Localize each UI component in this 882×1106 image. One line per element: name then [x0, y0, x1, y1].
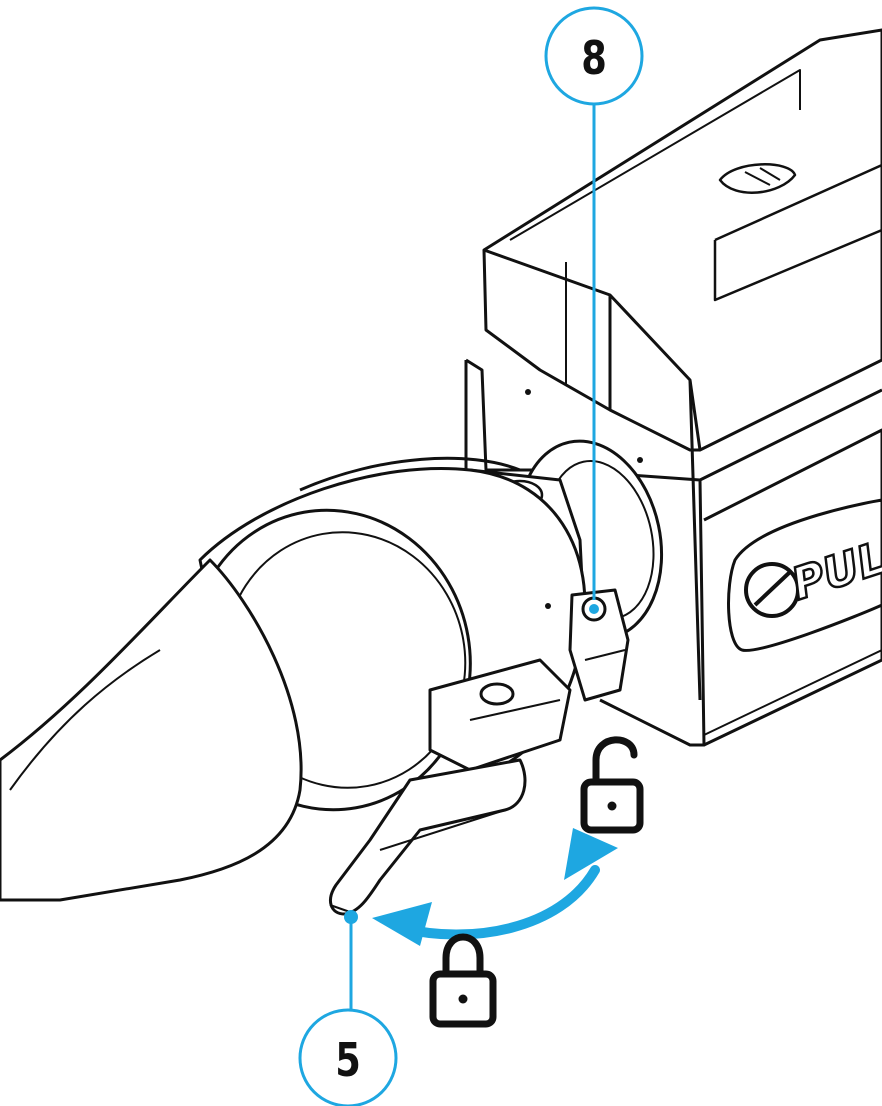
callout-5: 5	[298, 910, 398, 1106]
clamp-mechanism	[329, 588, 630, 916]
rotation-arrow	[372, 828, 618, 946]
callout-8-number: 8	[581, 31, 607, 85]
callout-8: 8	[544, 6, 644, 614]
callout-5-number: 5	[335, 1033, 361, 1087]
unlocked-padlock-icon	[580, 736, 644, 834]
device-body	[464, 28, 882, 747]
locked-padlock-icon	[429, 933, 497, 1028]
